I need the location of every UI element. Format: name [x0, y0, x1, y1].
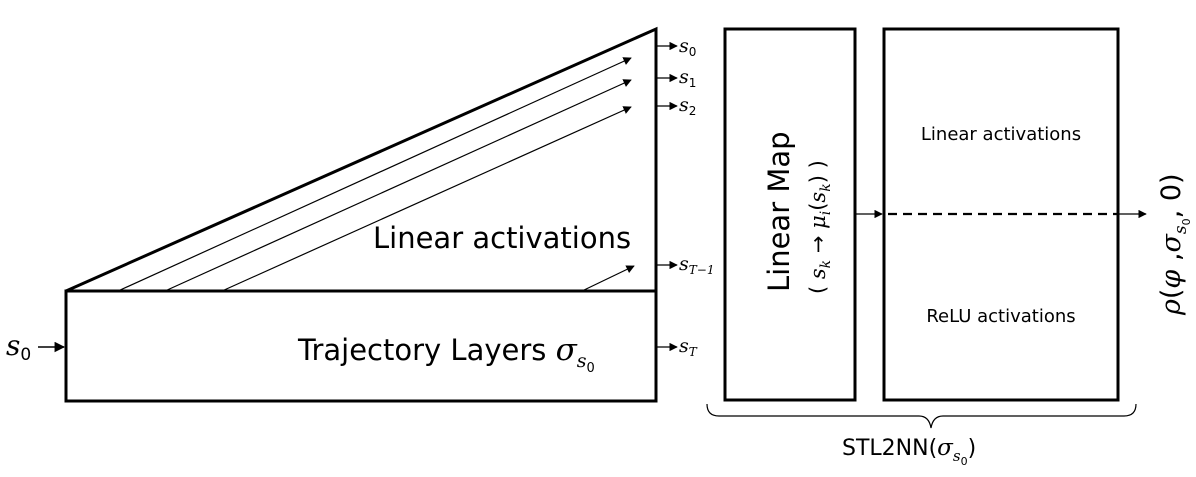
rho-label: ρ(φ ,σs0, 0) — [1156, 173, 1193, 316]
network-brace — [706, 403, 1137, 429]
trajectory-label: Trajectory Layers σs0 — [297, 332, 595, 376]
output-label-sT-1: sT−1 — [679, 253, 714, 277]
activation-bottom-label: ReLU activations — [926, 306, 1075, 327]
rho-label-group: ρ(φ ,σs0, 0) — [1156, 173, 1193, 316]
triangle-label: Linear activations — [373, 221, 631, 255]
input-label: s0 — [6, 329, 31, 365]
linear-activations-triangle — [65, 26, 658, 293]
diagonal-arrow-3 — [221, 106, 632, 292]
output-label-s1: s1 — [679, 66, 696, 90]
diagonal-arrow-4 — [581, 265, 635, 292]
activation-top-label: Linear activations — [921, 124, 1081, 145]
output-label-s2: s2 — [679, 94, 696, 118]
linear-map-title: Linear Map — [762, 131, 796, 292]
network-label: STL2NN(σs0) — [842, 435, 976, 468]
output-label-s0: s0 — [679, 35, 696, 59]
linear-map-mapping: ( sk → μi(sk) ) — [806, 160, 834, 294]
output-label-sT: sT — [679, 335, 698, 359]
linear-map-label-group: Linear Map ( sk → μi(sk) ) — [762, 131, 834, 294]
diagonal-arrow-1 — [117, 57, 632, 292]
diagonal-arrow-2 — [164, 79, 632, 292]
